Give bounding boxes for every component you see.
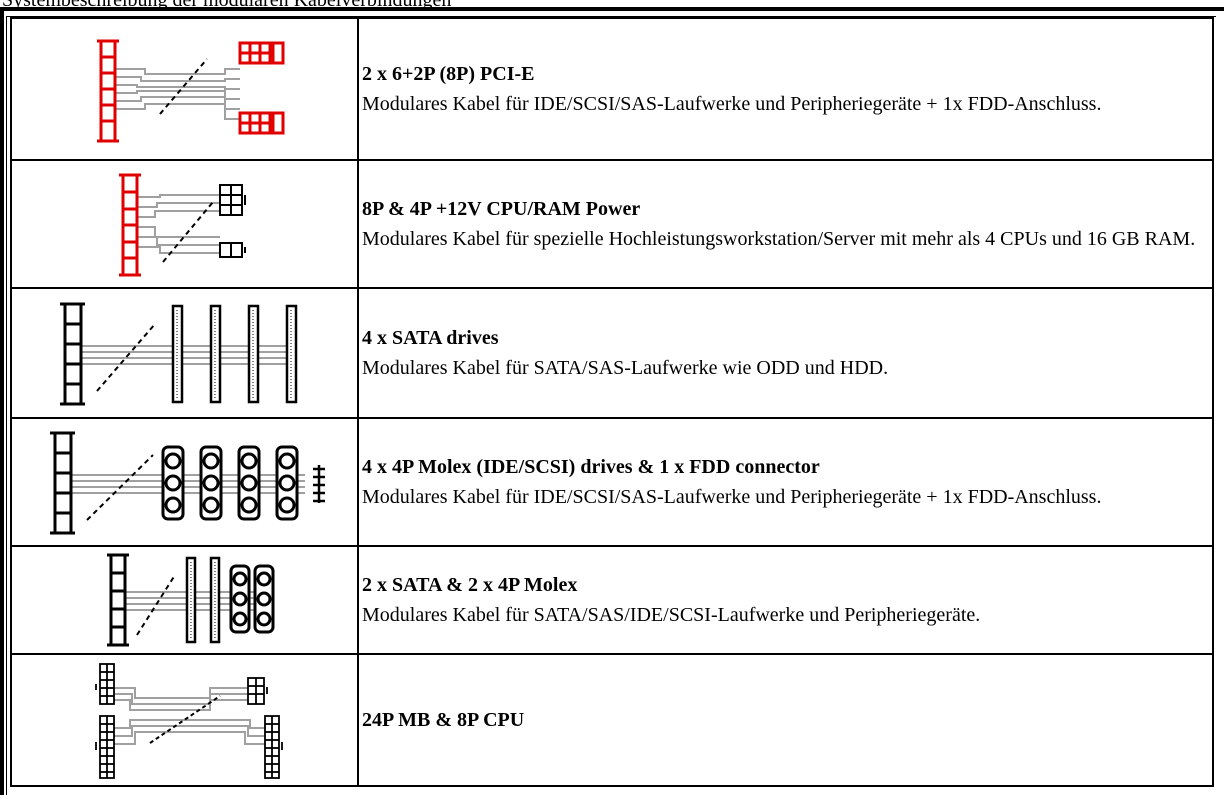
table-row: 24P MB & 8P CPU xyxy=(10,653,1214,787)
text-cell: 4 x SATA drives Modulares Kabel für SATA… xyxy=(357,287,1214,419)
row-title: 2 x 6+2P (8P) PCI-E xyxy=(362,63,535,85)
image-cell xyxy=(10,653,359,787)
header-fragment: Systembeschreibung der modularen Kabelve… xyxy=(0,0,1224,9)
row-description: Modulares Kabel für IDE/SCSI/SAS-Laufwer… xyxy=(362,486,1102,508)
table-row: 2 x 6+2P (8P) PCI-E Modulares Kabel für … xyxy=(10,17,1214,161)
table-row: 4 x 4P Molex (IDE/SCSI) drives & 1 x FDD… xyxy=(10,417,1214,547)
table-row: 4 x SATA drives Modulares Kabel für SATA… xyxy=(10,287,1214,419)
table-row: 8P & 4P +12V CPU/RAM Power Modulares Kab… xyxy=(10,159,1214,289)
pcie-cable-icon xyxy=(96,39,284,143)
image-cell xyxy=(10,417,359,547)
row-description: Modulares Kabel für IDE/SCSI/SAS-Laufwer… xyxy=(362,93,1102,115)
row-title: 24P MB & 8P CPU xyxy=(362,709,525,731)
row-description: Modulares Kabel für SATA/SAS-Laufwerke w… xyxy=(362,357,889,379)
text-cell: 4 x 4P Molex (IDE/SCSI) drives & 1 x FDD… xyxy=(357,417,1214,547)
header-fragment-text: Systembeschreibung der modularen Kabelve… xyxy=(2,0,451,9)
sata-cable-icon xyxy=(59,302,297,405)
text-cell: 8P & 4P +12V CPU/RAM Power Modulares Kab… xyxy=(357,159,1214,289)
text-cell: 24P MB & 8P CPU xyxy=(357,653,1214,787)
text-cell: 2 x 6+2P (8P) PCI-E Modulares Kabel für … xyxy=(357,17,1214,161)
row-title: 8P & 4P +12V CPU/RAM Power xyxy=(362,198,641,220)
molex-fdd-cable-icon xyxy=(49,431,325,534)
image-cell xyxy=(10,159,359,289)
row-description: Modulares Kabel für SATA/SAS/IDE/SCSI-La… xyxy=(362,604,981,626)
sata-molex-cable-icon xyxy=(106,553,274,647)
cable-table: 2 x 6+2P (8P) PCI-E Modulares Kabel für … xyxy=(10,17,1214,787)
text-cell: 2 x SATA & 2 x 4P Molex Modulares Kabel … xyxy=(357,545,1214,655)
outer-frame xyxy=(0,7,1224,795)
table-row: 2 x SATA & 2 x 4P Molex Modulares Kabel … xyxy=(10,545,1214,655)
row-title: 4 x 4P Molex (IDE/SCSI) drives & 1 x FDD… xyxy=(362,456,820,478)
cpu-ram-cable-icon xyxy=(118,173,246,276)
image-cell xyxy=(10,17,359,161)
image-cell xyxy=(10,287,359,419)
row-title: 4 x SATA drives xyxy=(362,327,499,349)
mb-cpu-cable-icon xyxy=(94,662,283,779)
inner-frame xyxy=(6,16,1216,795)
row-title: 2 x SATA & 2 x 4P Molex xyxy=(362,574,578,596)
image-cell xyxy=(10,545,359,655)
row-description: Modulares Kabel für spezielle Hochleistu… xyxy=(362,228,1196,250)
